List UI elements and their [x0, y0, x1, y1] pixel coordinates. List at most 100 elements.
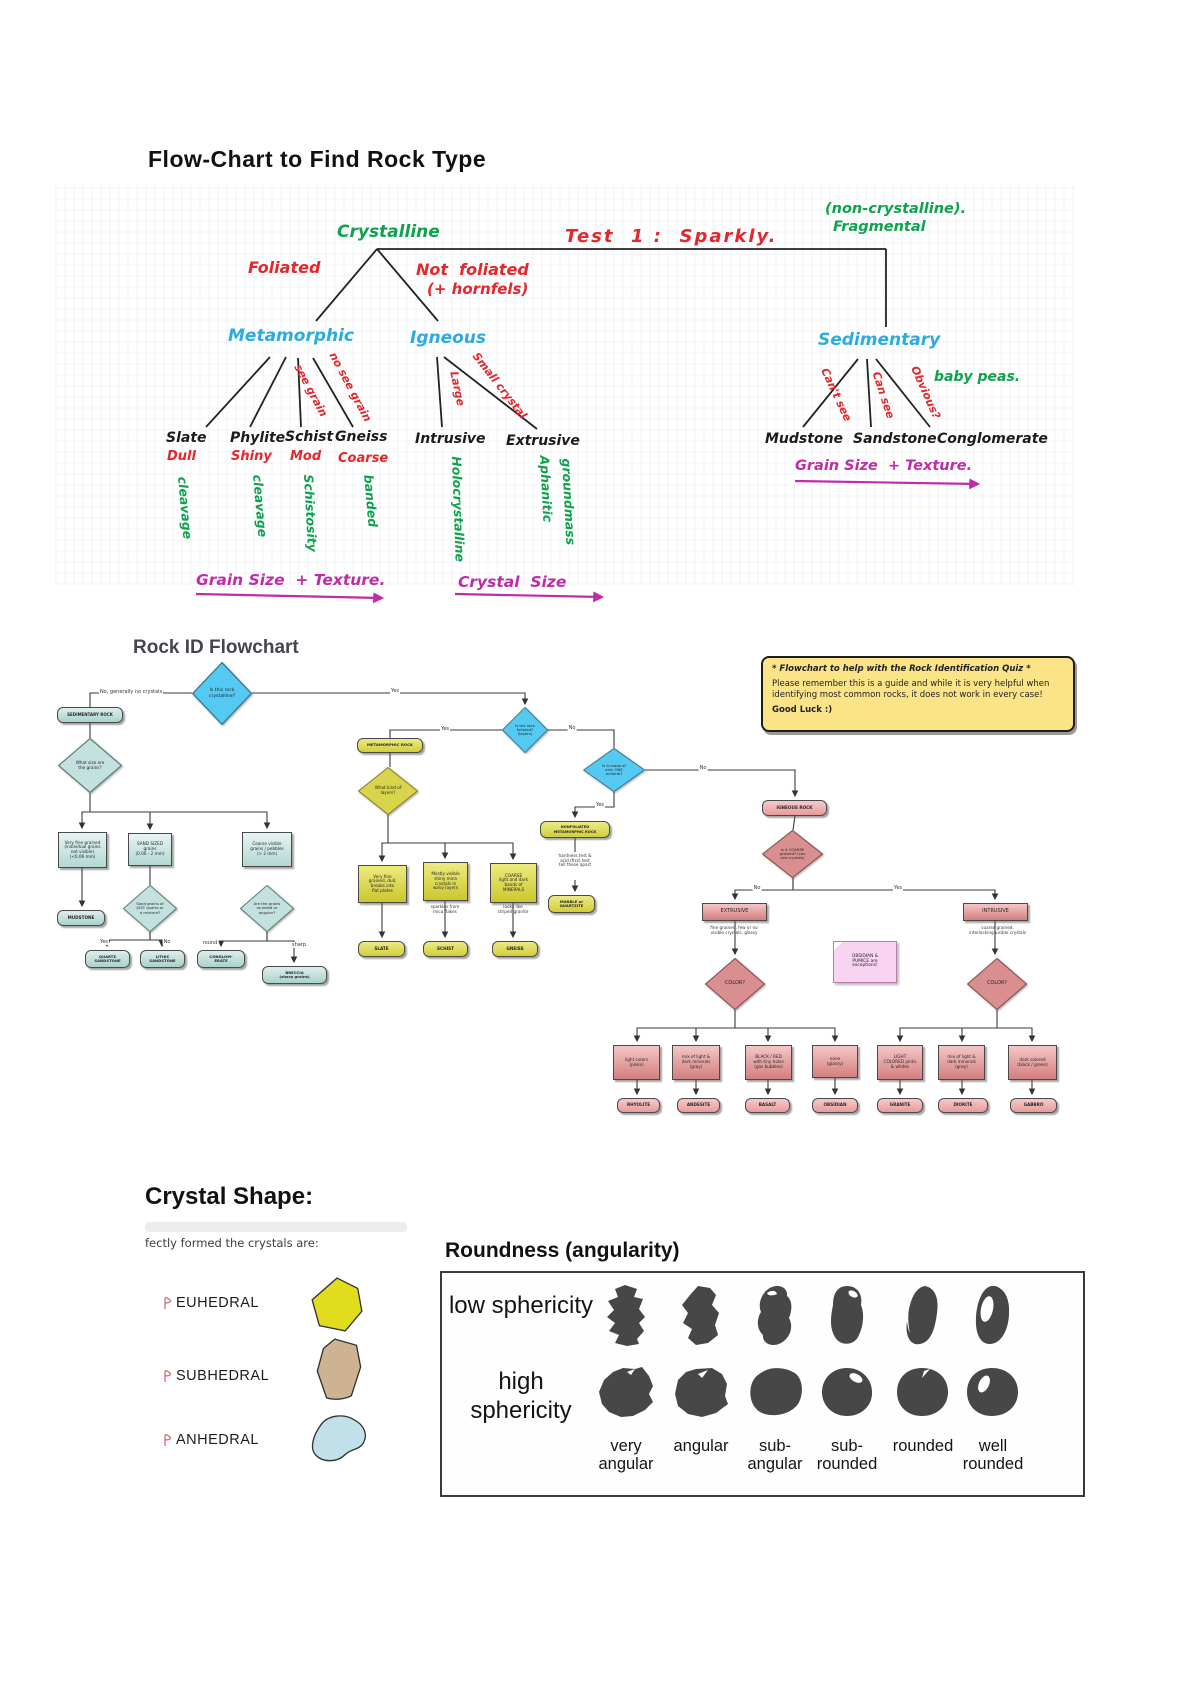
q-grain-size: What size are the grains? [58, 738, 122, 793]
q-quartz-sand: Sand grains of JUST quartz or a mixture? [123, 885, 177, 932]
slate: SLATE [358, 941, 405, 957]
andesite: ANDESITE [677, 1098, 720, 1113]
col-label-very-angular: very angular [598, 1437, 654, 1474]
hand-label: baby peas. [934, 369, 1021, 385]
bullet-marker-icon [163, 1368, 172, 1387]
hand-label: Conglomerate [937, 431, 1048, 447]
hand-label: Mudstone [765, 431, 844, 447]
hand-label: Crystal Size [458, 573, 567, 591]
hand-label: Sandstone [853, 431, 937, 447]
row-label-high-sphericity: high sphericity [470, 1368, 572, 1424]
sticky-note: * Flowchart to help with the Rock Identi… [761, 656, 1075, 732]
rhyolite: RHYOLITE [617, 1098, 660, 1113]
grain-low-well-rounded [968, 1283, 1018, 1351]
edge-label: No, generally no crystals [98, 689, 164, 695]
edge-label: Yes [439, 726, 451, 732]
mudstone: MUDSTONE [57, 910, 105, 926]
q-color-intrusive: COLOR? [967, 958, 1027, 1010]
hand-label: Gneiss [335, 429, 388, 445]
desc-ext-glassy: none (glassy) [812, 1045, 858, 1078]
desc-schistose: Mostly visible shiny mica crystals in wa… [423, 862, 468, 901]
grain-low-sub-rounded [822, 1283, 872, 1351]
euhedral-label: EUHEDRAL [176, 1295, 259, 1311]
extrusive: EXTRUSIVE [702, 903, 767, 921]
anhedral-label: ANHEDRAL [176, 1432, 259, 1448]
lithic-sandstone: LITHIC SANDSTONE [140, 950, 185, 968]
obsidian: OBSIDIAN [812, 1098, 858, 1113]
crystal-shape-title: Crystal Shape: [145, 1183, 314, 1210]
quartz-sandstone: QUARTZ SANDSTONE [85, 950, 130, 968]
grain-high-rounded [894, 1366, 952, 1422]
hand-label: Mod [290, 449, 322, 464]
hand-label: Shiny [231, 449, 272, 464]
hand-label: Metamorphic [228, 326, 354, 346]
grain-high-well-rounded [964, 1366, 1022, 1422]
hand-label: Not foliated [416, 260, 529, 279]
edge-label: round [201, 940, 219, 946]
grain-high-sub-angular [746, 1366, 804, 1422]
erased-text-smudge [145, 1222, 407, 1232]
desc-int-dark: dark colored (black / green) [1008, 1045, 1057, 1080]
gabbro: GABBRO [1010, 1098, 1057, 1113]
hand-label: Crystalline [337, 222, 440, 242]
bullet-marker-icon [163, 1432, 172, 1451]
q-coarse-grained: Is it COARSE grained? (can see crystals) [762, 830, 823, 878]
col-label-rounded: rounded [892, 1437, 954, 1455]
edge-label: Yes [98, 939, 110, 945]
hand-label: Dull [167, 449, 196, 464]
hand-label: Slate [166, 430, 207, 446]
desc-very-fine: Very fine grained (individual grains not… [58, 832, 107, 868]
hand-label: Fragmental [833, 219, 926, 235]
metamorphic-nonfoliated: NONFOLIATED METAMORPHIC ROCK [540, 821, 610, 838]
edge-label: No [752, 885, 762, 891]
subhedral-label: SUBHEDRAL [176, 1368, 270, 1384]
schist: SCHIST [423, 941, 468, 957]
hand-label: Schist [285, 429, 334, 445]
caption-schist: sparkles from mica flakes [430, 904, 460, 914]
q-color-extrusive: COLOR? [705, 958, 765, 1010]
desc-int-light: LIGHT COLORED pinks & whites [877, 1045, 923, 1080]
hand-label: Grain Size + Texture. [795, 458, 973, 474]
breccia: BRECCIA (sharp grains) [262, 966, 327, 984]
grain-low-rounded [898, 1283, 948, 1351]
desc-slaty: Very fine grained, dull, breaks into fla… [358, 865, 407, 903]
diorite: DIORITE [938, 1098, 988, 1113]
roundness-title: Roundness (angularity) [445, 1239, 680, 1262]
hand-label: Phylite [230, 430, 286, 446]
desc-int-mixed: mix of light & dark minerals (gray) [938, 1045, 985, 1080]
basalt: BASALT [745, 1098, 790, 1113]
crystal-shape-intro: fectly formed the crystals are: [145, 1236, 319, 1250]
intrusive: INTRUSIVE [963, 903, 1028, 921]
desc-coarse-grains: Coarse visible grains / pebbles (> 2 mm) [242, 832, 292, 867]
edge-label: No [567, 725, 577, 731]
grain-low-angular [676, 1283, 726, 1351]
desc-ext-mixed: mix of light & dark minerals (gray) [672, 1045, 720, 1080]
hand-label: (non-crystalline). [825, 201, 966, 217]
note-good-luck: Good Luck :) [772, 705, 833, 716]
hand-label: Coarse [338, 451, 389, 466]
col-label-sub-angular: sub- angular [747, 1437, 803, 1474]
q-layer-kind: What kind of layers? [358, 767, 418, 815]
granite: GRANITE [877, 1098, 923, 1113]
col-label-sub-rounded: sub- rounded [816, 1437, 878, 1474]
caption-intrusive: coarse grained, interlocking visible cry… [969, 925, 1026, 935]
note-body: Please remember this is a guide and whil… [772, 679, 1050, 700]
bullet-marker-icon [163, 1295, 172, 1314]
note-title: * Flowchart to help with the Rock Identi… [772, 664, 1031, 674]
sedimentary-rock: SEDIMENTARY ROCK [57, 707, 123, 723]
edge-label: Yes [594, 802, 606, 808]
grain-high-sub-rounded [818, 1366, 876, 1422]
grain-high-very-angular [597, 1366, 655, 1422]
desc-ext-light: light colors (pinks) [613, 1045, 660, 1080]
euhedral-shape-icon [308, 1276, 366, 1338]
hand-label: Intrusive [415, 431, 486, 447]
desc-ext-dark: BLACK / RED with tiny holes (gas bubbles… [745, 1045, 792, 1080]
grain-low-sub-angular [750, 1283, 800, 1351]
hand-label: Extrusive [506, 433, 580, 449]
hand-label: Sedimentary [818, 330, 941, 350]
edge-label: No [698, 765, 708, 771]
caption-gneiss: looks like striped granite [497, 904, 529, 914]
q-one-mineral: Is it made of only ONE mineral? [583, 748, 645, 792]
edge-label: Yes [389, 688, 401, 694]
